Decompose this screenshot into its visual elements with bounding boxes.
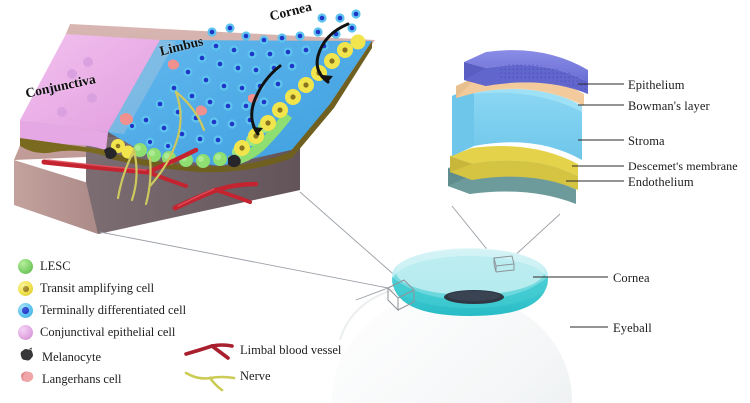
- eye-label-eyeball: Eyeball: [613, 321, 652, 335]
- legend-item-terminally-differentiated-cell: Terminally differentiated cell: [18, 303, 186, 318]
- legend-item-langerhans-cell: Langerhans cell: [18, 369, 121, 390]
- layer-label-endothelium: Endothelium: [628, 175, 694, 189]
- legend-label-melanocyte: Melanocyte: [42, 350, 102, 364]
- limbus-callout-box: [387, 279, 415, 312]
- blue-sphere-icon: [18, 303, 33, 318]
- callout-connectors: [99, 191, 401, 301]
- eye-label-cornea: Cornea: [613, 271, 650, 285]
- melanocyte-icon: [18, 347, 35, 368]
- transit-amplifying-cells: [111, 34, 366, 159]
- layer-label-bowmans-layer: Bowman's layer: [628, 99, 710, 113]
- cornea-apex-callout-box: [493, 255, 515, 273]
- melanocyte-cells: [104, 147, 241, 168]
- label-leader-lines: [533, 83, 624, 328]
- pink-sphere-icon: [18, 325, 33, 340]
- legend-label-conjunctival-epithelial-cell: Conjunctival epithelial cell: [40, 325, 176, 339]
- conjunctiva-epithelium: [20, 34, 160, 156]
- corneal-layer-stack: [448, 50, 588, 204]
- langerhans-icon: [18, 369, 35, 390]
- legend-label-langerhans-cell: Langerhans cell: [42, 372, 122, 386]
- langerhans-cells: [120, 59, 258, 125]
- legend-item-melanocyte: Melanocyte: [18, 347, 101, 368]
- cell-migration-arrows: [250, 22, 350, 136]
- legend-blood-vessel-icon: [184, 343, 234, 360]
- legend-nerve-icon: [184, 371, 236, 392]
- layer-label-epithelium: Epithelium: [628, 78, 685, 92]
- layer-label-stroma: Stroma: [628, 134, 665, 148]
- legend-label-nerve: Nerve: [240, 369, 271, 383]
- legend-item-lesc: LESC: [18, 259, 71, 274]
- yellow-sphere-icon: [18, 281, 33, 296]
- legend-label-terminally-differentiated-cell: Terminally differentiated cell: [40, 303, 187, 317]
- nerve-fibers: [116, 90, 206, 206]
- legend-item-transit-amplifying-cell: Transit amplifying cell: [18, 281, 154, 296]
- layer-label-descemets-membrane: Descemet's membrane: [628, 159, 738, 173]
- conjunctival-epithelial-cells: [47, 57, 97, 117]
- green-sphere-icon: [18, 259, 33, 274]
- limbus-block-diagram: [14, 9, 375, 234]
- legend-label-lesc: LESC: [40, 259, 71, 273]
- legend-item-conjunctival-epithelial-cell: Conjunctival epithelial cell: [18, 325, 175, 340]
- legend-label-transit-amplifying-cell: Transit amplifying cell: [40, 281, 155, 295]
- eyeball-illustration: [332, 248, 572, 403]
- legend-label-limbal-blood-vessel: Limbal blood vessel: [240, 343, 342, 357]
